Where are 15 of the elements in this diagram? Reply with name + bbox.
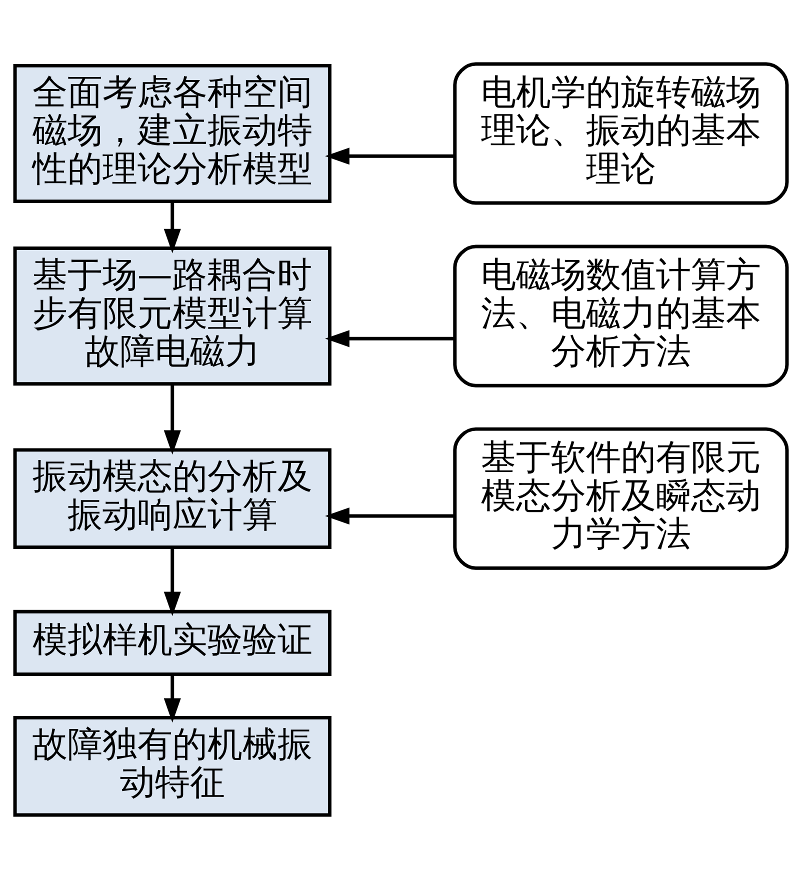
node-box: 电磁场数值计算方法、电磁力的基本分析方法 [453, 244, 789, 387]
arrow [164, 546, 181, 616]
arrow [164, 200, 181, 253]
node-box: 基于场—路耦合时步有限元模型计算故障电磁力 [13, 246, 332, 386]
arrow [164, 674, 181, 722]
arrow [325, 147, 455, 164]
node-box: 模拟样机实验验证 [13, 609, 332, 676]
node-box: 电机学的旋转磁场理论、振动的基本理论 [453, 62, 789, 204]
node-box: 故障独有的机械振动特征 [13, 715, 332, 816]
arrow [164, 384, 181, 454]
node-box: 基于软件的有限元模态分析及瞬态动力学方法 [453, 426, 789, 570]
node-box: 全面考虑各种空间磁场，建立振动特性的理论分析模型 [13, 63, 332, 203]
arrow [325, 506, 455, 524]
arrow [325, 330, 455, 347]
node-box: 振动模态的分析及振动响应计算 [13, 448, 332, 549]
